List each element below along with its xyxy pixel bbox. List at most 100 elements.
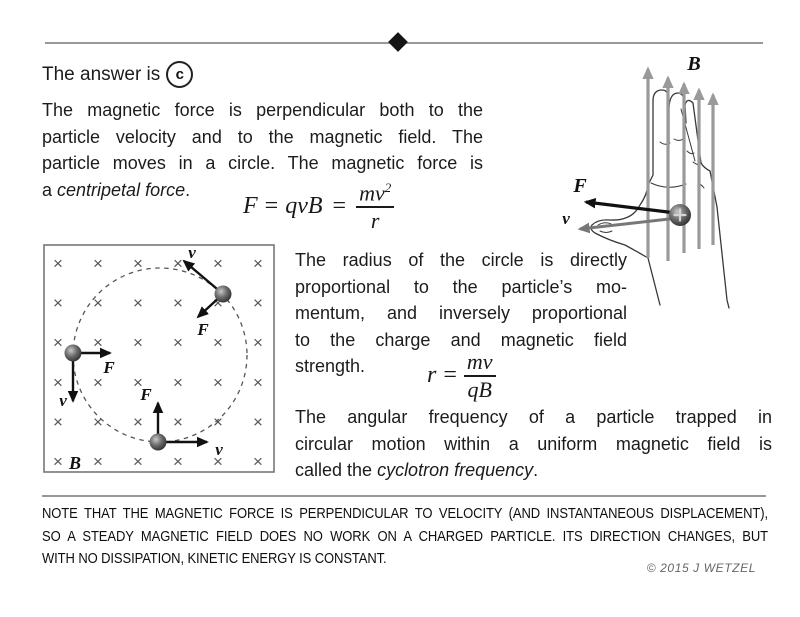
field-into-page-cross: ×: [53, 412, 63, 431]
answer-text: The answer is: [42, 63, 161, 85]
field-into-page-cross: ×: [53, 294, 63, 313]
force-label: F: [139, 385, 152, 404]
field-into-page-cross: ×: [93, 294, 103, 313]
force-formula: F = qvB = mv2 r: [243, 180, 395, 233]
intro-line-4-prefix: a: [42, 179, 58, 200]
field-into-page-cross: ×: [253, 254, 263, 273]
footnote-line-1: NOTE THAT THE MAGNETIC FORCE IS PERPENDI…: [42, 504, 768, 522]
field-into-page-cross: ×: [93, 254, 103, 273]
force-formula-fraction: mv2 r: [356, 180, 395, 233]
velocity-arrow: [577, 216, 679, 234]
field-into-page-cross: ×: [253, 452, 263, 471]
right-hand-rule-diagram: B F v: [562, 53, 730, 309]
field-into-page-cross: ×: [173, 452, 183, 471]
particle: [64, 344, 82, 362]
b-field-label: B: [68, 453, 81, 473]
top-right-particle-group: v F: [182, 244, 232, 339]
field-into-page-cross: ×: [53, 254, 63, 273]
intro-line-4-suffix: .: [185, 179, 191, 200]
radius-line-5: strength.: [295, 356, 366, 376]
field-into-page-cross: ×: [173, 373, 183, 392]
intro-line-3: particle moves in a circle. The magnetic…: [42, 153, 483, 173]
field-into-page-cross: ×: [133, 294, 143, 313]
radius-formula: r = mv qB: [427, 351, 496, 401]
field-into-page-cross: ×: [173, 254, 183, 273]
field-into-page-cross: ×: [93, 333, 103, 352]
field-into-page-cross: ×: [53, 452, 63, 471]
field-into-page-cross: ×: [133, 373, 143, 392]
cross-grid: ××××××××××××××××××××××××××××××××××××: [53, 254, 263, 471]
left-particle-group: F v: [59, 344, 115, 410]
plus-icon: [673, 208, 687, 222]
velocity-label: v: [59, 391, 67, 410]
footnote: NOTE THAT THE MAGNETIC FORCE IS PERPENDI…: [42, 502, 768, 569]
diamond-ornament-icon: [388, 32, 408, 52]
field-into-page-cross: ×: [133, 452, 143, 471]
cyclotron-line-3: called the cyclotron frequency.: [295, 457, 772, 484]
magnetic-field-circle-diagram: ×××××××××××××××××××××××××××××××××××× v F…: [43, 244, 275, 473]
field-into-page-cross: ×: [213, 452, 223, 471]
force-formula-numerator: mv2: [359, 180, 392, 206]
field-into-page-cross: ×: [213, 333, 223, 352]
field-into-page-cross: ×: [133, 412, 143, 431]
field-into-page-cross: ×: [213, 294, 223, 313]
radius-formula-eq: =: [443, 362, 457, 389]
b-field-arrows: [642, 66, 719, 261]
radius-paragraph: The radius of the circle is directly pro…: [295, 247, 627, 380]
cyclotron-line-3-prefix: called the: [295, 460, 378, 480]
radius-line-1: The radius of the circle is directly: [295, 250, 627, 270]
particle: [149, 433, 167, 451]
fraction-bar: [463, 375, 496, 377]
field-into-page-cross: ×: [253, 412, 263, 431]
intro-line-4: a centripetal force.: [42, 177, 483, 204]
copyright-notice: © 2015 J WETZEL: [646, 561, 756, 575]
cyclotron-line-1: The angular frequency of a particle trap…: [295, 407, 772, 427]
velocity-label: v: [215, 440, 223, 459]
answer-line: The answer is c: [42, 61, 194, 88]
field-into-page-cross: ×: [53, 373, 63, 392]
force-formula-denominator: r: [370, 207, 380, 233]
force-label: F: [102, 358, 115, 377]
footnote-line-3: WITH NO DISSIPATION, KINETIC ENERGY IS C…: [42, 549, 387, 567]
radius-formula-numerator: mv: [466, 349, 493, 374]
fraction-bar: [356, 206, 395, 208]
hand-outline: [590, 89, 730, 309]
field-into-page-cross: ×: [253, 333, 263, 352]
cyclotron-paragraph: The angular frequency of a particle trap…: [295, 404, 772, 484]
field-into-page-cross: ×: [173, 333, 183, 352]
field-into-page-cross: ×: [133, 254, 143, 273]
force-label: F: [572, 175, 587, 197]
field-into-page-cross: ×: [213, 254, 223, 273]
cyclotron-line-2: circular motion within a uniform magneti…: [295, 433, 772, 454]
positive-charge: [669, 204, 691, 226]
radius-formula-denominator: qB: [467, 376, 492, 402]
force-formula-eq2: =: [332, 192, 347, 219]
radius-line-3: mentum, and inversely proportional: [295, 303, 627, 323]
radius-formula-lhs: r: [427, 362, 437, 389]
particle: [214, 285, 232, 303]
velocity-label: v: [188, 244, 196, 262]
cyclotron-line-3-suffix: .: [533, 460, 539, 480]
force-formula-lhs: F: [243, 192, 258, 219]
knuckle-details: [659, 138, 705, 189]
field-into-page-cross: ×: [173, 412, 183, 431]
radius-line-4: to the charge and magnetic field: [295, 329, 627, 350]
field-into-page-cross: ×: [53, 333, 63, 352]
answer-letter-badge: c: [166, 61, 194, 88]
radius-formula-fraction: mv qB: [463, 349, 496, 402]
footnote-line-2: SO A STEADY MAGNETIC FIELD DOES NO WORK …: [42, 526, 768, 544]
field-into-page-cross: ×: [93, 373, 103, 392]
force-label: F: [196, 320, 209, 339]
cyclotron-line-3-italic: cyclotron frequency: [377, 460, 534, 480]
intro-line-1: The magnetic force is perpendicular both…: [42, 100, 483, 120]
intro-line-4-italic: centripetal force: [57, 179, 186, 200]
field-into-page-cross: ×: [173, 294, 183, 313]
bottom-divider-rule: [42, 495, 766, 497]
field-into-page-cross: ×: [133, 333, 143, 352]
field-into-page-cross: ×: [93, 452, 103, 471]
intro-line-2: particle velocity and to the magnetic fi…: [42, 126, 483, 147]
radius-line-2: proportional to the particle’s mo-: [295, 276, 627, 297]
force-formula-eq1: =: [264, 192, 279, 219]
field-into-page-cross: ×: [253, 294, 263, 313]
